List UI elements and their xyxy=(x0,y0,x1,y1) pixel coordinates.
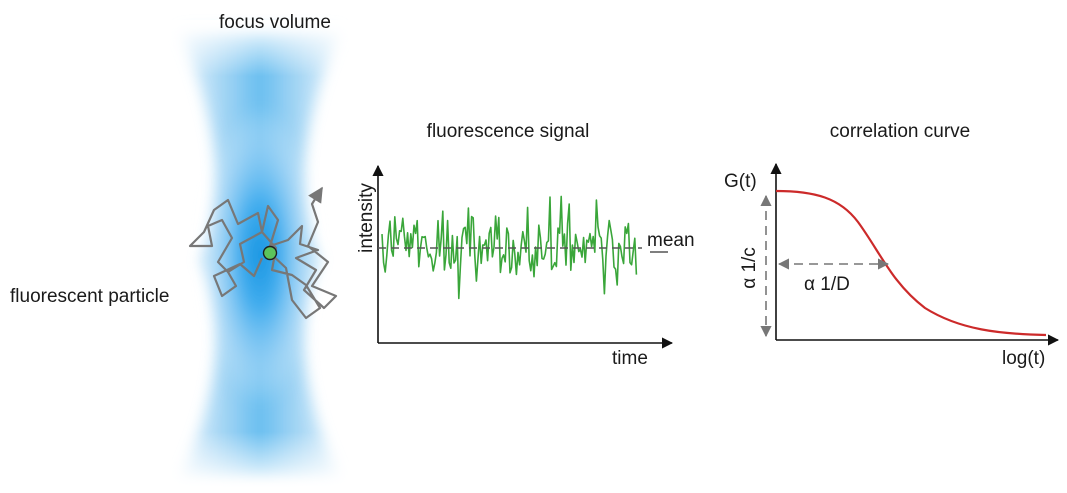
amplitude-label: α 1/c xyxy=(739,247,760,289)
focus-volume-beam xyxy=(150,20,370,488)
fluorescent-particle xyxy=(262,245,278,261)
correlation-ylabel: G(t) xyxy=(724,171,757,192)
correlation-xlabel: log(t) xyxy=(1002,348,1045,369)
signal-title: fluorescence signal xyxy=(427,121,590,142)
focus-volume-title: focus volume xyxy=(219,12,331,33)
particle-trajectory xyxy=(188,186,338,320)
signal-xlabel: time xyxy=(612,348,648,369)
correlation-curve xyxy=(775,189,1047,337)
particle-trajectory-branch xyxy=(212,257,264,298)
signal-mean-label: mean xyxy=(647,230,695,251)
diffusion-time-label: α 1/D xyxy=(804,274,850,295)
signal-ylabel: intensity xyxy=(356,183,377,253)
fluorescent-particle-label: fluorescent particle xyxy=(10,286,169,307)
correlation-title: correlation curve xyxy=(830,121,970,142)
signal-trace xyxy=(381,195,638,300)
